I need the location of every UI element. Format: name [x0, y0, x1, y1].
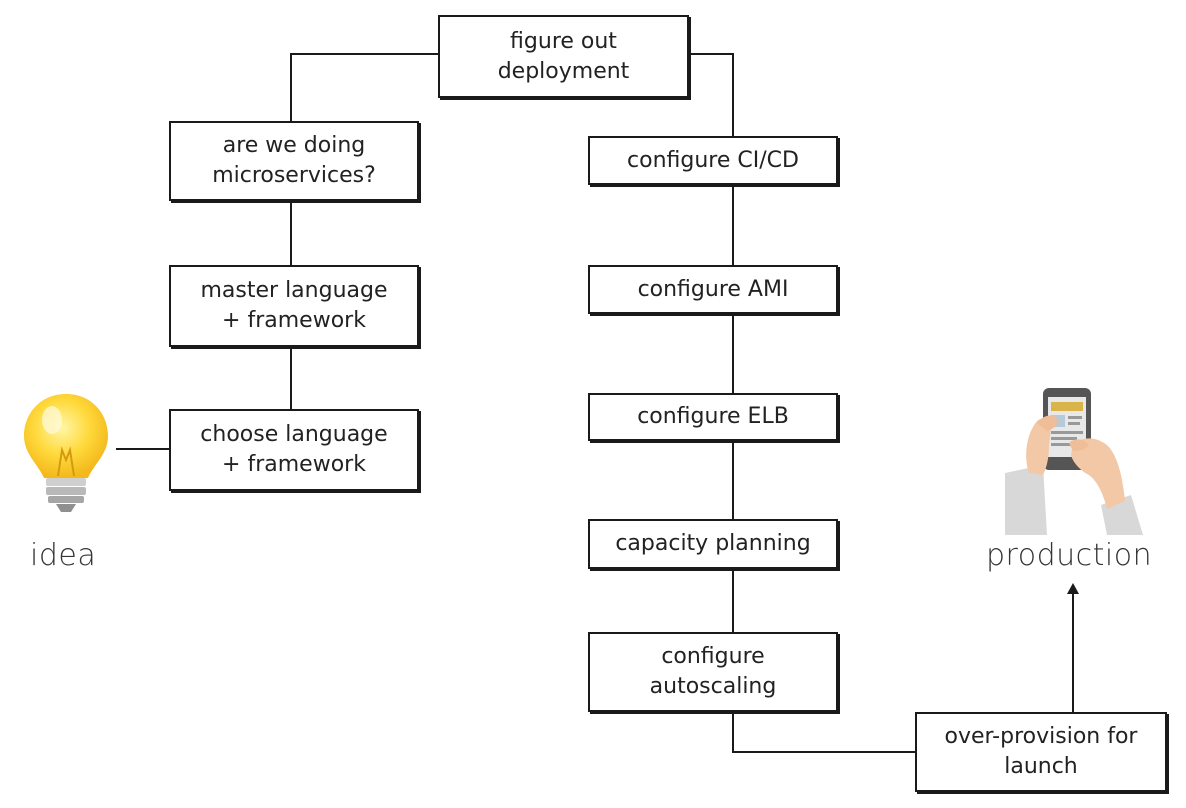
node-over-provision: over-provision for launch: [915, 712, 1167, 792]
production-label: production: [986, 538, 1153, 573]
connector-deployment-to-cicd: [689, 53, 734, 136]
idea-label: idea: [30, 538, 97, 573]
node-configure-cicd: configure CI/CD: [588, 136, 838, 185]
node-capacity-planning: capacity planning: [588, 519, 838, 569]
connector-autoscaling-to-overprovision: [732, 712, 915, 753]
node-configure-ami: configure AMI: [588, 265, 838, 314]
connector-microservices-to-deployment: [290, 53, 438, 121]
node-choose-language: choose language + framework: [169, 409, 419, 491]
node-figure-out-deployment: figure out deployment: [438, 15, 689, 98]
node-microservices-question: are we doing microservices?: [169, 121, 419, 201]
node-configure-autoscaling: configure autoscaling: [588, 632, 838, 712]
node-configure-elb: configure ELB: [588, 393, 838, 441]
lightbulb-icon: [24, 394, 108, 512]
node-master-language: master language + framework: [169, 265, 419, 347]
hands-holding-phone-icon: [1005, 388, 1143, 535]
arrowhead-to-production: [1067, 583, 1079, 594]
